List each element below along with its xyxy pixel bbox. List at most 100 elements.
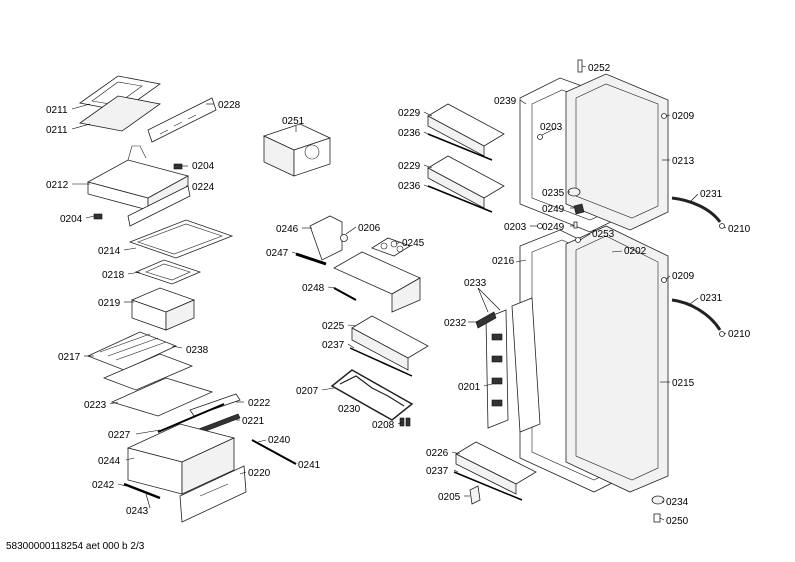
rod-0237-b [453,471,523,501]
pin-0253 [575,237,581,243]
label-0252: 0252 [588,63,611,74]
label-0202: 0202 [624,246,647,257]
rail-0227 [157,403,225,433]
label-0229-a: 0229 [398,108,421,119]
rail-0240 [251,439,297,465]
holder-0245-base [333,251,421,313]
label-0234: 0234 [666,497,689,508]
drawer-0219 [130,287,196,331]
label-0241: 0241 [298,460,321,471]
strip-0222 [189,393,241,417]
leader-lines [71,65,727,521]
label-0245: 0245 [402,238,425,249]
label-0238: 0238 [186,345,209,356]
door-bin-0229-b [427,155,505,209]
label-0216: 0216 [492,256,515,267]
label-0220: 0220 [248,468,271,479]
label-0215: 0215 [672,378,695,389]
part-labels: 0211 0211 0228 0251 0204 0212 0224 0204 … [46,63,751,527]
label-0231-a: 0231 [700,189,723,200]
knob-0206 [340,234,348,242]
handle-0231-b [671,298,722,331]
pin-0209-a [661,113,667,119]
label-0239: 0239 [494,96,517,107]
slatted-panel-0217 [86,331,178,371]
label-0221: 0221 [242,416,265,427]
label-0237-a: 0237 [322,340,345,351]
label-0229-b: 0229 [398,161,421,172]
label-0242: 0242 [92,480,115,491]
handle-0231-a [671,196,722,223]
frame-0218 [134,259,202,285]
rear-panel-0228 [147,97,217,143]
rod-0236-a [427,133,493,161]
label-0236-b: 0236 [398,181,421,192]
label-0208: 0208 [372,420,395,431]
drawer-front-0220 [179,465,247,523]
label-0222: 0222 [248,398,271,409]
label-0233: 0233 [464,278,487,289]
label-0250: 0250 [666,516,689,527]
pin-0203-a [537,134,543,140]
label-0248: 0248 [302,283,325,294]
label-0232: 0232 [444,318,467,329]
panel-0224 [127,185,191,227]
label-0253: 0253 [592,229,615,240]
label-0211-b: 0211 [46,125,68,136]
pin-0249 [573,221,578,229]
hinge-0234 [651,495,665,505]
label-0217: 0217 [58,352,81,363]
label-0207: 0207 [296,386,319,397]
label-0219: 0219 [98,298,121,309]
label-0206: 0206 [358,223,381,234]
label-0214: 0214 [98,246,121,257]
spring-0232 [475,311,497,329]
cover-0246 [309,215,343,261]
label-0204-a: 0204 [192,161,215,172]
rod-0236-b [427,185,493,213]
door-bin-0229-a [427,103,505,157]
label-0249-a: 0249 [542,204,565,215]
label-0244: 0244 [98,456,121,467]
screw-0252 [577,59,583,73]
label-0218: 0218 [102,270,125,281]
label-0243: 0243 [126,506,149,517]
rod-0237-a [349,347,413,377]
door-bin-0225 [351,315,429,371]
label-0201: 0201 [458,382,481,393]
strip-0238 [102,353,194,391]
strip-0247 [295,252,327,266]
label-0236-a: 0236 [398,128,421,139]
screw-0210-a [719,223,725,229]
part-0205 [469,485,481,505]
label-0209-a: 0209 [672,111,695,122]
label-0231-b: 0231 [700,293,723,304]
label-0205: 0205 [438,492,461,503]
glass-shelf-0223 [110,377,214,417]
label-0228: 0228 [218,100,241,111]
label-0203-b: 0203 [504,222,527,233]
label-0209-b: 0209 [672,271,695,282]
pin-0209-b [661,277,667,283]
hinge-0249 [573,203,585,215]
label-0249-b: 0249 [542,222,565,233]
label-0203-a: 0203 [540,122,563,133]
glass-shelf-0214 [128,219,234,259]
label-0247: 0247 [266,248,289,259]
inner-cover-0201 [485,297,541,433]
door-bin-0226 [455,441,537,495]
label-0251: 0251 [282,116,305,127]
bottle-rack-0230 [330,369,414,421]
rod-0248 [333,287,357,301]
label-0210-a: 0210 [728,224,751,235]
filter-mat-0211-bottom [79,95,161,132]
label-0210-b: 0210 [728,329,751,340]
label-0213: 0213 [672,156,695,167]
label-0226: 0226 [426,448,449,459]
document-id-footer: 58300000118254 aet 000 b 2/3 [6,541,145,552]
label-0204-b: 0204 [60,214,83,225]
label-0223: 0223 [84,400,107,411]
label-0235: 0235 [542,188,565,199]
label-0227: 0227 [108,430,131,441]
